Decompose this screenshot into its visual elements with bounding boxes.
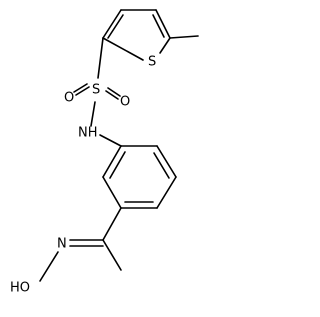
methyl-bond-oxime: [102, 239, 122, 271]
bond-s-c2: [102, 37, 144, 61]
bond-c2-c3-inner: [107, 14, 124, 39]
sulfonyl-oxygen-right-label: O: [120, 95, 130, 110]
bond-s-o2-b: [107, 87, 121, 97]
bond-nh-benzene: [99, 134, 122, 147]
benzene-bond-6: [102, 145, 122, 178]
bond-c4-c5-inner: [152, 14, 165, 38]
thiophene-ring: [102, 9, 171, 61]
benzene-bond-2-inner: [153, 152, 170, 179]
oxime-nitrogen-label: N: [57, 237, 67, 252]
benzene-bond-2: [156, 145, 177, 178]
bond-benzene-oxime-c: [102, 207, 122, 241]
benzene-bond-6-inner: [109, 151, 126, 179]
chemical-structure-diagram: S S O O NH N HO: [10, 9, 199, 296]
methyl-bond-thiophene: [169, 35, 199, 39]
sulfonyl-oxygen-left-label: O: [64, 91, 74, 106]
bond-s-o1-a: [75, 86, 90, 96]
benzene-bond-5: [102, 176, 122, 209]
bond-c4-c5: [155, 9, 171, 39]
bond-n-oh: [39, 251, 59, 282]
benzene-ring: [102, 145, 177, 209]
amine-nh-label: NH: [78, 126, 98, 141]
bond-c5-s: [159, 37, 171, 54]
bond-c2-sulfonyl: [97, 37, 104, 79]
thiophene-sulfur-label: S: [148, 55, 156, 70]
sulfonyl-sulfur-label: S: [92, 83, 100, 98]
bond-sulfonyl-nh: [90, 101, 96, 127]
bond-s-o1-b: [73, 83, 88, 93]
benzene-bond-3: [156, 176, 177, 209]
hydroxyl-label: HO: [10, 281, 30, 296]
bond-c2-c3: [102, 9, 122, 39]
bond-s-o2-a: [105, 90, 119, 100]
